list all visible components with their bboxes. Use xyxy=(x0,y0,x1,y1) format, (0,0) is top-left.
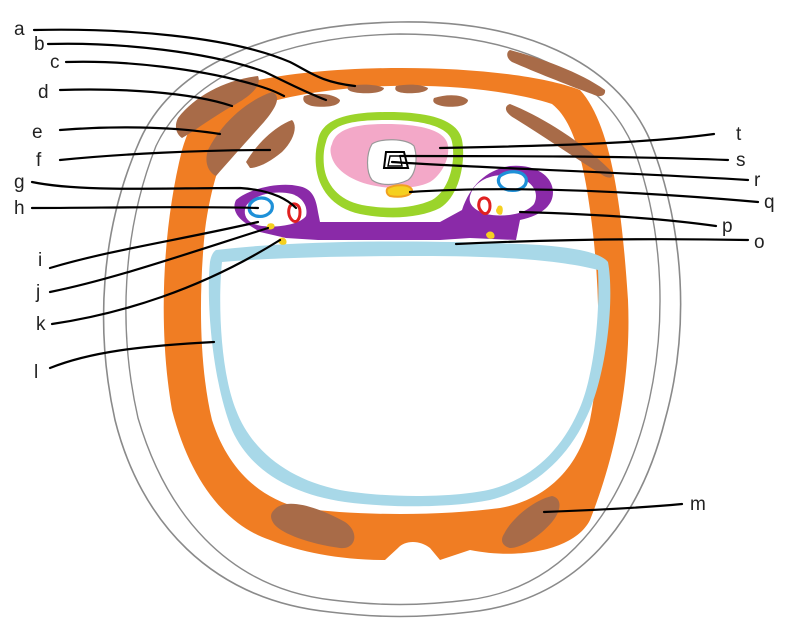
purple-structure xyxy=(234,165,553,240)
label-i: i xyxy=(38,250,42,271)
leader-p xyxy=(518,210,718,228)
nerve-yellow-o xyxy=(486,231,495,239)
leader-m xyxy=(542,502,684,514)
leader-a xyxy=(32,28,357,88)
leader-r xyxy=(390,160,750,182)
label-k: k xyxy=(36,314,46,335)
label-r: r xyxy=(754,170,761,191)
leader-e xyxy=(58,126,222,136)
muscle-brown-bottom-left xyxy=(271,503,355,549)
vessel-blue-right xyxy=(496,170,528,192)
leader-l xyxy=(48,340,216,370)
leader-g xyxy=(30,180,298,210)
inner-canal-r xyxy=(387,155,403,167)
leader-o xyxy=(454,238,750,246)
muscle-brown-c xyxy=(303,93,340,107)
vessel-blue-h xyxy=(247,196,274,218)
muscle-brown-b xyxy=(347,84,384,94)
label-p: p xyxy=(722,216,733,237)
skin-inner-contour xyxy=(125,33,661,606)
label-m: m xyxy=(690,494,706,515)
label-g: g xyxy=(14,172,25,193)
nerve-orange-q xyxy=(385,184,414,198)
label-e: e xyxy=(32,122,43,143)
leader-j xyxy=(48,226,270,294)
label-l: l xyxy=(34,362,38,383)
muscle-brown-small-right xyxy=(433,95,468,107)
label-b: b xyxy=(34,34,45,55)
leader-i xyxy=(48,220,260,270)
muscle-brown-a xyxy=(395,84,428,94)
label-f: f xyxy=(36,150,42,171)
muscle-brown-right-long xyxy=(505,104,613,178)
label-t: t xyxy=(736,124,742,145)
nerve-yellow-right xyxy=(496,205,503,215)
leader-t xyxy=(438,132,716,150)
label-c: c xyxy=(50,52,60,73)
leader-k xyxy=(50,238,282,326)
leader-f xyxy=(58,148,272,162)
leader-h xyxy=(30,206,260,210)
leader-b xyxy=(46,42,328,102)
muscle-brown-e xyxy=(206,92,278,176)
label-h: h xyxy=(14,198,25,219)
leader-c xyxy=(64,60,286,98)
vessel-red-g xyxy=(287,202,302,224)
label-q: q xyxy=(764,192,775,213)
leader-s xyxy=(398,154,730,162)
label-o: o xyxy=(754,232,765,253)
vessel-red-right xyxy=(477,196,492,216)
label-a: a xyxy=(14,19,25,40)
label-j: j xyxy=(35,282,40,303)
muscle-brown-f xyxy=(246,120,295,168)
label-d: d xyxy=(38,82,49,103)
leader-q xyxy=(408,188,760,204)
muscle-brown-right-top xyxy=(507,50,606,97)
leader-d xyxy=(58,88,234,108)
muscle-brown-d xyxy=(175,76,259,138)
muscle-brown-m xyxy=(502,496,560,548)
label-s: s xyxy=(736,150,746,171)
